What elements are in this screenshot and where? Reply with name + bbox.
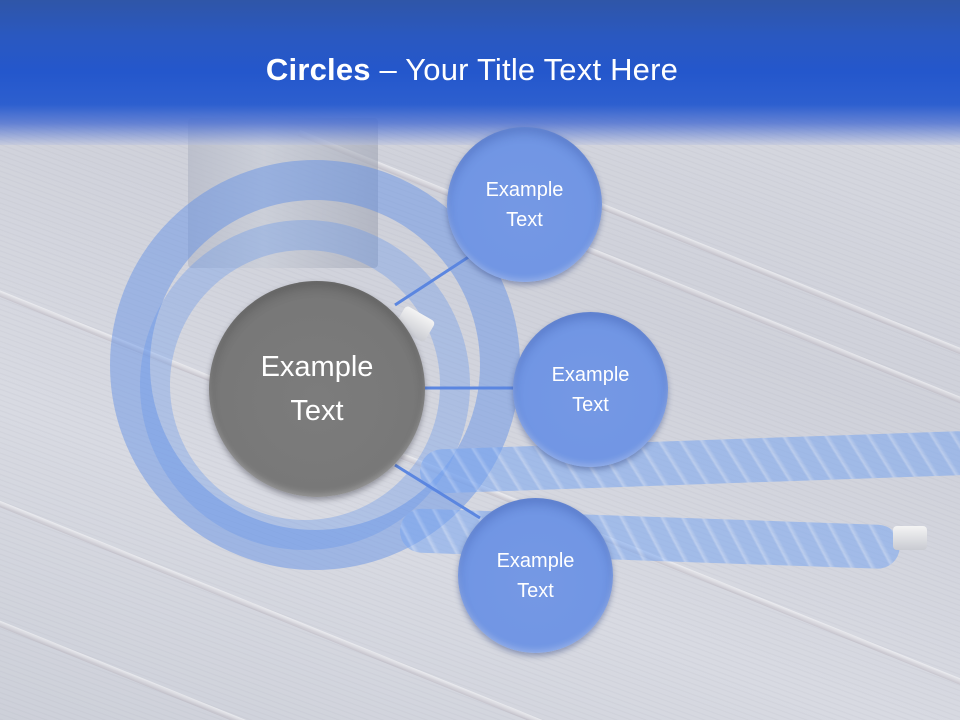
satellite-middle-line2: Text: [572, 393, 609, 416]
title-banner: [0, 0, 960, 145]
connector-line-1: [394, 254, 471, 307]
center-circle-line2: Text: [290, 395, 344, 427]
title-bold-part: Circles: [265, 52, 371, 87]
center-circle[interactable]: Example Text: [209, 281, 425, 497]
satellite-bottom-line1: Example: [496, 549, 575, 572]
satellite-top-line1: Example: [485, 178, 564, 201]
satellite-circle-middle[interactable]: Example Text: [513, 312, 668, 467]
title-separator: –: [370, 52, 406, 87]
slide-title[interactable]: Circles – Your Title Text Here: [0, 52, 944, 88]
satellite-bottom-line2: Text: [517, 579, 554, 602]
connector-line-3: [394, 463, 481, 520]
rope-end-cap: [893, 526, 927, 550]
center-circle-line1: Example: [260, 351, 374, 383]
satellite-middle-line1: Example: [551, 363, 630, 386]
title-regular-part: Your Title Text Here: [405, 52, 679, 87]
satellite-circle-bottom[interactable]: Example Text: [458, 498, 613, 653]
satellite-circle-top[interactable]: Example Text: [447, 127, 602, 282]
satellite-top-line2: Text: [506, 208, 543, 231]
